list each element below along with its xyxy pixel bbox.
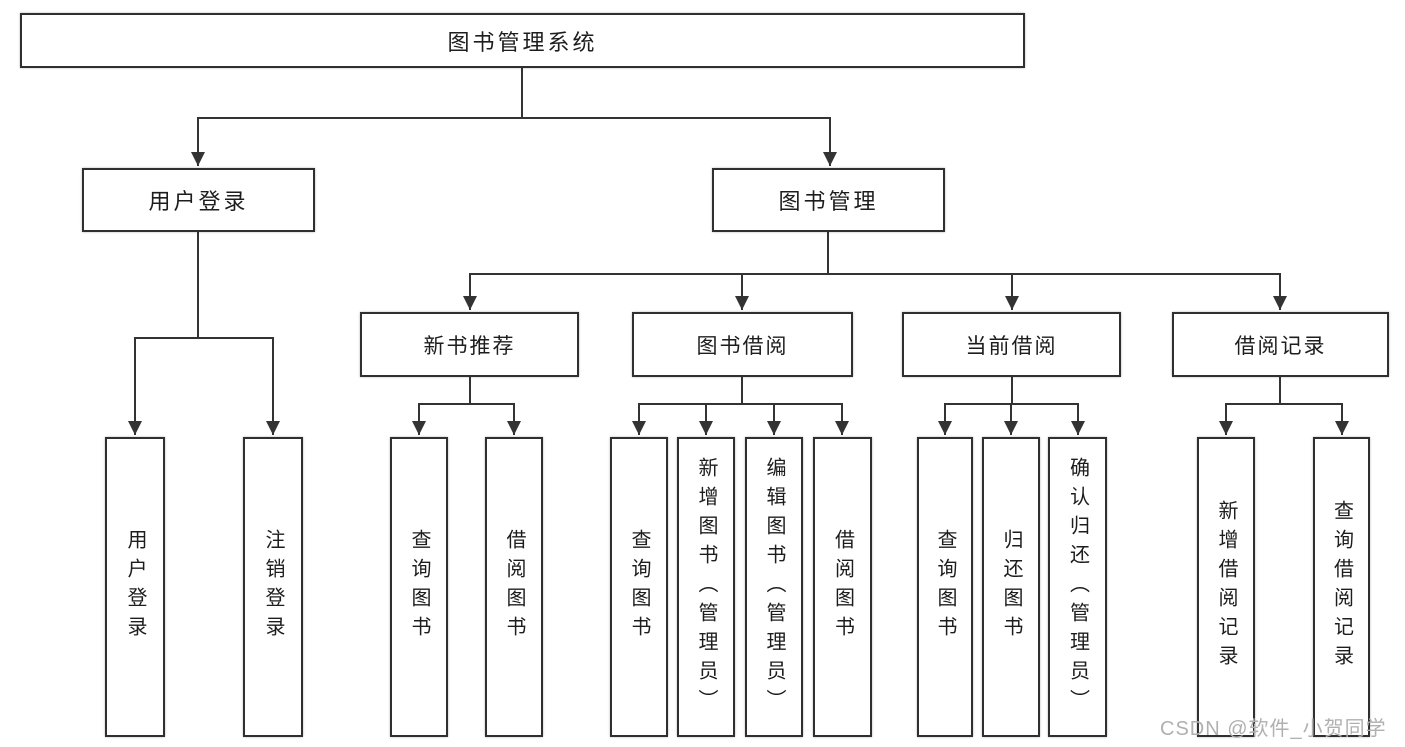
leaf-logout: 注销登录 <box>243 437 303 737</box>
leaf-label: 用户登录 <box>124 529 146 645</box>
leaf-label: 查询图书 <box>628 529 650 645</box>
leaf-label: 借阅图书 <box>503 529 525 645</box>
leaf-label: 新增图书（管理员） <box>695 456 717 718</box>
node-user-login-label: 用户登录 <box>148 189 249 214</box>
leaf-query-books-recommend: 查询图书 <box>390 437 448 737</box>
leaf-edit-books-admin: 编辑图书（管理员） <box>745 437 803 737</box>
node-borrow-records-label: 借阅记录 <box>1234 334 1327 358</box>
leaf-label: 借阅图书 <box>831 529 854 645</box>
node-current-borrow-label: 当前借阅 <box>965 334 1058 358</box>
leaf-add-borrow-record: 新增借阅记录 <box>1197 437 1255 737</box>
leaf-label: 注销登录 <box>262 529 284 645</box>
leaf-query-borrow-record: 查询借阅记录 <box>1313 437 1370 737</box>
leaf-borrow-books-recommend: 借阅图书 <box>485 437 543 737</box>
node-borrow-records: 借阅记录 <box>1172 312 1389 377</box>
leaf-borrow-books: 借阅图书 <box>813 437 872 737</box>
leaf-query-books-current: 查询图书 <box>917 437 973 737</box>
leaf-confirm-return-admin: 确认归还（管理员） <box>1048 437 1107 737</box>
leaf-label: 归还图书 <box>1000 529 1022 645</box>
leaf-user-login: 用户登录 <box>105 437 165 737</box>
leaf-add-books-admin: 新增图书（管理员） <box>677 437 735 737</box>
leaf-label: 编辑图书（管理员） <box>763 456 785 718</box>
node-book-borrow-label: 图书借阅 <box>696 334 789 358</box>
node-user-login: 用户登录 <box>82 168 315 232</box>
leaf-label: 新增借阅记录 <box>1215 500 1237 674</box>
csdn-watermark: CSDN @软件_小贺同学 <box>1160 718 1387 740</box>
node-book-management: 图书管理 <box>712 168 945 232</box>
node-book-management-label: 图书管理 <box>778 189 879 214</box>
leaf-label: 确认归还（管理员） <box>1066 456 1089 718</box>
node-new-book-recommend-label: 新书推荐 <box>423 334 516 358</box>
node-root-label: 图书管理系统 <box>447 29 598 55</box>
leaf-label: 查询图书 <box>408 529 430 645</box>
node-current-borrow: 当前借阅 <box>902 312 1121 377</box>
leaf-return-books: 归还图书 <box>982 437 1040 737</box>
node-new-book-recommend: 新书推荐 <box>360 312 579 377</box>
leaf-label: 查询图书 <box>934 529 956 645</box>
node-root: 图书管理系统 <box>20 13 1025 68</box>
leaf-label: 查询借阅记录 <box>1330 500 1353 674</box>
node-book-borrow: 图书借阅 <box>632 312 853 377</box>
leaf-query-books-borrow: 查询图书 <box>610 437 668 737</box>
